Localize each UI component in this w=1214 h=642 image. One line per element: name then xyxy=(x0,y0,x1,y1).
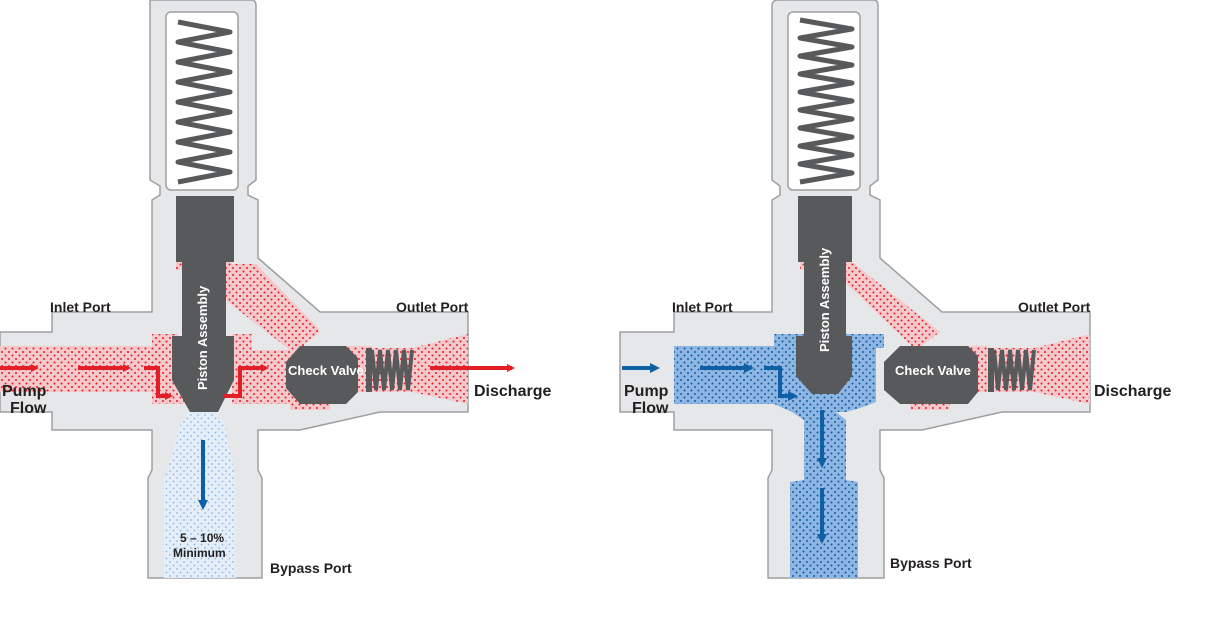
left-check-valve-label: Check Valve xyxy=(288,363,364,378)
left-turn-arrow-1 xyxy=(144,366,173,400)
left-inlet-label: Inlet Port xyxy=(50,299,111,315)
left-spring xyxy=(175,19,233,185)
left-pump-label-2: Flow xyxy=(10,400,47,417)
left-turn-arrow-2 xyxy=(224,364,269,398)
left-bypass-label: Bypass Port xyxy=(270,560,352,576)
right-check-valve xyxy=(884,346,978,404)
left-valve: Inlet Port Outlet Port Pump Flow Dischar… xyxy=(0,0,551,579)
right-check-spring xyxy=(992,349,1036,391)
right-pilot-channel xyxy=(800,262,940,350)
right-discharge-label: Discharge xyxy=(1094,383,1171,400)
left-pump-label-1: Pump xyxy=(2,383,47,400)
left-discharge-label: Discharge xyxy=(474,383,551,400)
left-check-spring xyxy=(370,349,414,391)
right-turn-arrow xyxy=(764,366,798,401)
right-inlet-fluid xyxy=(674,334,884,578)
left-bypass-min: Minimum xyxy=(173,546,226,560)
right-piston xyxy=(796,196,852,394)
left-piston-label: Piston Assembly xyxy=(195,285,210,390)
left-check-valve xyxy=(286,346,358,404)
right-piston-label: Piston Assembly xyxy=(817,247,832,352)
right-valve: Inlet Port Outlet Port Pump Flow Dischar… xyxy=(619,0,1171,579)
right-check-valve-label: Check Valve xyxy=(895,363,971,378)
left-outlet-label: Outlet Port xyxy=(396,299,469,315)
right-inlet-label: Inlet Port xyxy=(672,299,733,315)
right-spring xyxy=(797,17,855,185)
right-outlet-label: Outlet Port xyxy=(1018,299,1091,315)
right-pump-label-1: Pump xyxy=(624,383,669,400)
left-piston xyxy=(172,196,234,412)
right-bypass-label: Bypass Port xyxy=(890,555,972,571)
left-bypass-fluid xyxy=(164,412,236,578)
right-pump-label-2: Flow xyxy=(632,400,669,417)
left-bypass-pct: 5 – 10% xyxy=(180,531,224,545)
